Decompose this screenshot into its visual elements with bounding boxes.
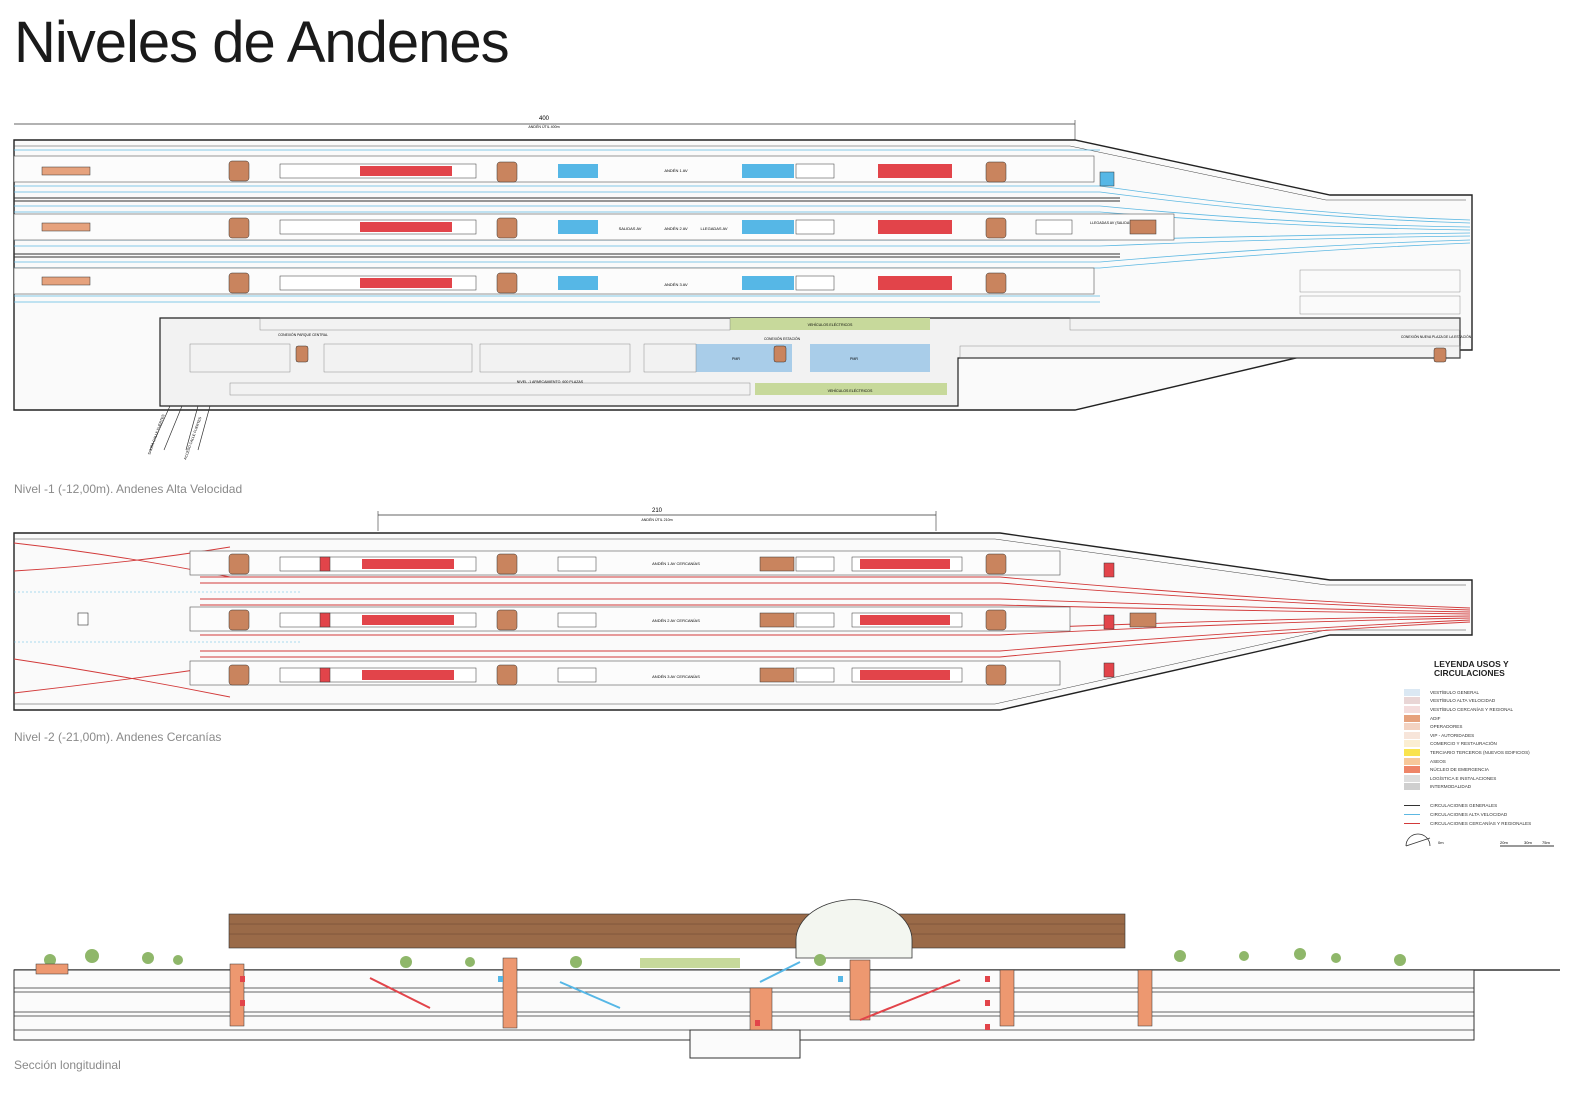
vertical-cores: [35, 957, 1153, 1031]
legend-swatch: [1404, 783, 1420, 791]
legend-item-label: OPERADORES: [1430, 724, 1463, 730]
legend-swatch: [1404, 731, 1420, 739]
legend-item: OPERADORES: [1404, 722, 1569, 731]
legend-item-label: VIP - AUTORIDADES: [1430, 732, 1475, 738]
salidas-av-label: SALIDAS AV: [619, 226, 642, 231]
pmr-label-1: PMR: [732, 357, 740, 361]
legend-item: NÚCLEO DE EMERGENCIA: [1404, 765, 1569, 774]
electric-vehicles-bottom: [755, 383, 947, 395]
conexion-plaza-label: CONEXIÓN NUEVA PLAZA DE LA ESTACIÓN: [1401, 334, 1472, 339]
level-2-caption: Nivel -2 (-21,00m). Andenes Cercanías: [14, 730, 222, 744]
legend-swatch: [1404, 723, 1420, 731]
legend-item-label: INTERMODALIDAD: [1430, 784, 1472, 790]
platform-1-cercanias-label: ANDÉN 1 AV CERCANÍAS: [652, 561, 700, 566]
legend-item: COMERCIO Y RESTAURACIÓN: [1404, 740, 1569, 749]
platform-3-cercanias-label: ANDÉN 3 AV CERCANÍAS: [652, 674, 700, 679]
legend-line-swatch: [1404, 823, 1420, 825]
legend-line-label: CIRCULACIONES GENERALES: [1430, 803, 1498, 809]
section-caption: Sección longitudinal: [14, 1058, 121, 1072]
legend-swatch: [1404, 766, 1420, 774]
legend-line-swatch: [1404, 805, 1420, 807]
platform-2-cercanias-label: ANDÉN 2 AV CERCANÍAS: [652, 618, 700, 623]
ramp-exit-label: SALIDA CALLE FUERTES: [147, 413, 166, 455]
legend-swatch: [1404, 705, 1420, 713]
legend-line-item: CIRCULACIONES CERCANÍAS Y REGIONALES: [1404, 819, 1569, 828]
legend: LEYENDA USOS Y CIRCULACIONES VESTÍBULO G…: [1404, 660, 1569, 828]
legend-item-label: LOGÍSTICA E INSTALACIONES: [1430, 775, 1497, 781]
level-2-plan: 210 ANDÉN ÚTIL 210m ANDÉN 1 AV CERCANÍAS…: [13, 508, 1473, 711]
electric-top-label: VEHÍCULOS ELÉCTRICOS: [808, 322, 853, 327]
llegadas-av-label: LLEGADAS AV: [700, 226, 727, 231]
legend-swatch: [1404, 740, 1420, 748]
legend-line-swatch: [1404, 814, 1420, 816]
longitudinal-section: [13, 899, 1560, 1059]
legend-item-label: TERCIARIO TERCEROS (NUEVOS EDIFICIOS): [1430, 749, 1530, 755]
level-1-dimension-note: ANDÉN ÚTIL 400m: [528, 124, 559, 129]
legend-swatch: [1404, 688, 1420, 696]
ramp-access-label: ACCESO CALLE FUERTES: [183, 416, 202, 460]
legend-line-item: CIRCULACIONES GENERALES: [1404, 801, 1569, 810]
legend-swatch: [1404, 748, 1420, 756]
legend-item: ASEOS: [1404, 757, 1569, 766]
pmr-label-2: PMR: [850, 357, 858, 361]
platform-2-av-label: ANDÉN 2 AV: [664, 226, 688, 231]
level-1-caption: Nivel -1 (-12,00m). Andenes Alta Velocid…: [14, 482, 243, 496]
hsr-platform-furniture: [41, 160, 1157, 294]
scale-75: 75m: [1542, 840, 1550, 845]
legend-item: VIP - AUTORIDADES: [1404, 731, 1569, 740]
parking-label: NIVEL -1 APARCAMIENTO. 600 PLAZAS: [517, 380, 584, 384]
legend-title: LEYENDA USOS Y CIRCULACIONES: [1434, 659, 1509, 678]
legend-item-label: ASEOS: [1430, 758, 1446, 764]
conexion-parque-label: CONEXIÓN PARQUE CENTRAL: [278, 332, 328, 337]
legend-line-label: CIRCULACIONES ALTA VELOCIDAD: [1430, 812, 1508, 818]
hsr-platforms: [13, 155, 1175, 295]
level-1-dimension: 400: [539, 116, 550, 122]
trees: [44, 948, 1406, 968]
scale-0: 0m: [1438, 840, 1444, 845]
llegadas-salidas-av-label: LLEGADAS AV (SALIDAS): [1090, 221, 1133, 225]
legend-item-label: VESTÍBULO CERCANÍAS Y REGIONAL: [1430, 706, 1514, 712]
legend-line-item: CIRCULACIONES ALTA VELOCIDAD: [1404, 810, 1569, 819]
legend-swatch: [1404, 714, 1420, 722]
scale-20: 20m: [1500, 840, 1508, 845]
legend-item-label: VESTÍBULO ALTA VELOCIDAD: [1430, 698, 1496, 704]
legend-item: VESTÍBULO GENERAL: [1404, 688, 1569, 697]
page-title: Niveles de Andenes: [14, 10, 510, 75]
legend-item-label: NÚCLEO DE EMERGENCIA: [1430, 767, 1489, 773]
central-dome: [795, 899, 913, 959]
legend-item: ADIF: [1404, 714, 1569, 723]
level-2-dimension-note: ANDÉN ÚTIL 210m: [641, 517, 672, 522]
legend-item-label: ADIF: [1430, 715, 1441, 721]
platform-3-av-label: ANDÉN 3 AV: [664, 282, 688, 287]
legend-swatch: [1404, 774, 1420, 782]
electric-bottom-label: VEHÍCULOS ELÉCTRICOS: [828, 388, 873, 393]
level-1-plan: 400 ANDÉN ÚTIL 400m ANDÉN 1 AV ANDÉN 2 A…: [13, 116, 1473, 460]
legend-item: VESTÍBULO ALTA VELOCIDAD: [1404, 697, 1569, 706]
commuter-platform-furniture: [77, 553, 1157, 686]
electric-vehicles-top: [730, 318, 930, 330]
conexion-estacion-label: CONEXIÓN ESTACIÓN: [764, 336, 801, 341]
level-2-dimension: 210: [652, 508, 663, 514]
underground-structure: [13, 969, 1475, 1041]
legend-line-label: CIRCULACIONES CERCANÍAS Y REGIONALES: [1430, 821, 1532, 827]
legend-item-label: VESTÍBULO GENERAL: [1430, 689, 1480, 695]
legend-swatch: [1404, 757, 1420, 765]
platform-1-av-label: ANDÉN 1 AV: [664, 168, 688, 173]
legend-item: INTERMODALIDAD: [1404, 783, 1569, 792]
legend-item-label: COMERCIO Y RESTAURACIÓN: [1430, 741, 1497, 747]
escalators: [369, 961, 961, 1021]
legend-item: LOGÍSTICA E INSTALACIONES: [1404, 774, 1569, 783]
legend-item: VESTÍBULO CERCANÍAS Y REGIONAL: [1404, 705, 1569, 714]
legend-item: TERCIARIO TERCEROS (NUEVOS EDIFICIOS): [1404, 748, 1569, 757]
legend-swatch: [1404, 697, 1420, 705]
scale-bar: 0m 20m 30m 75m: [1405, 833, 1554, 847]
roof-canopy: [228, 913, 1126, 949]
scale-30: 30m: [1524, 840, 1532, 845]
pmr-zone-2: [810, 344, 930, 372]
